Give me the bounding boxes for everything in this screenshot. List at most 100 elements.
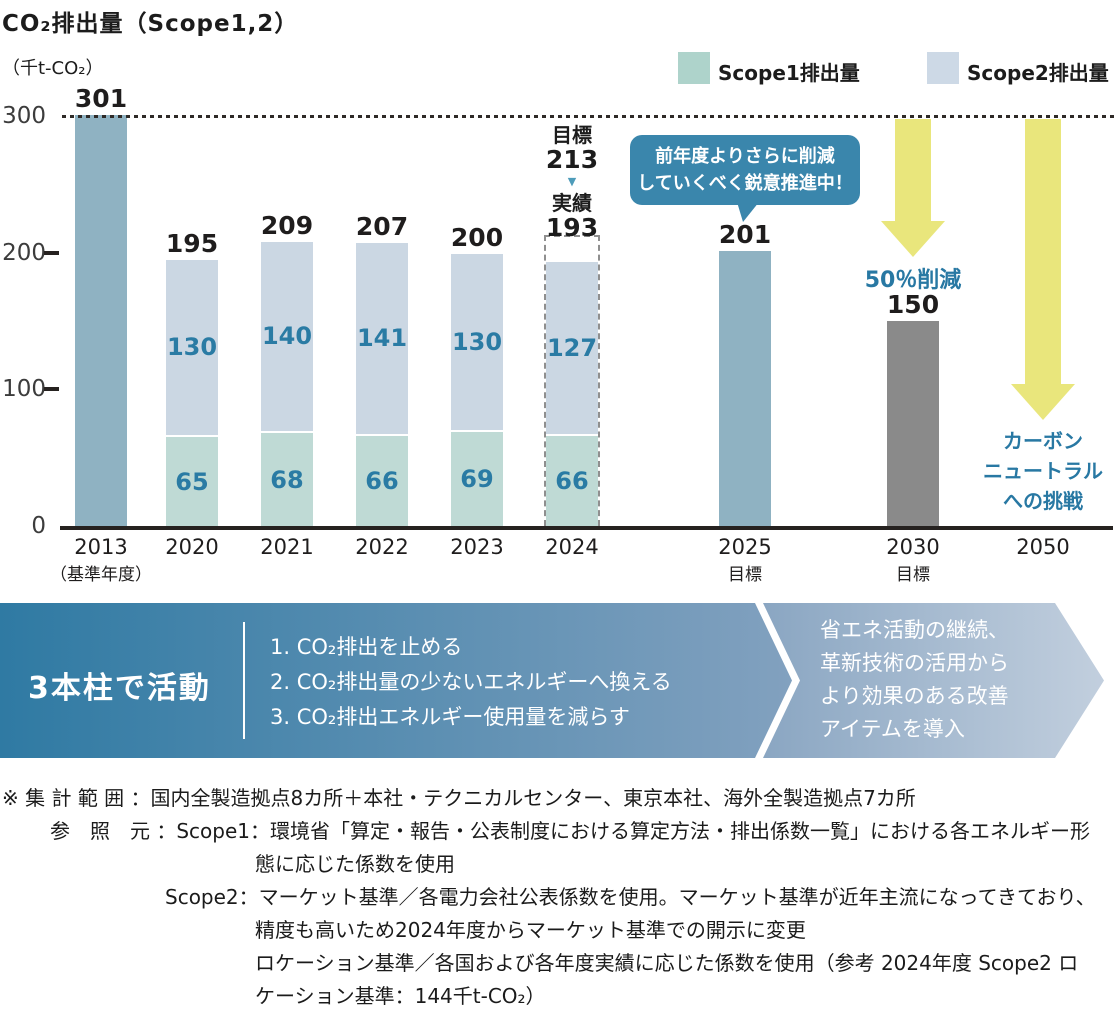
bar-2023: 130 69: [451, 254, 503, 526]
bar-2022: 141 66: [356, 243, 408, 526]
x-axis-label-2023: 2023: [450, 535, 504, 559]
baseline-300-dotted-line: [62, 115, 1115, 118]
speech-bubble-tail: [737, 202, 759, 222]
reduction-arrow-2030-head-icon: [881, 221, 945, 257]
next-steps-line-4: アイテムを導入: [820, 717, 965, 741]
bar-2021: 140 68: [261, 241, 313, 526]
bar-2024-scope2: 127: [546, 262, 598, 436]
total-value-2013: 301: [74, 83, 128, 113]
footnote-line-5: 精度も高いため2024年度からマーケット基準での開示に変更: [255, 918, 806, 942]
carbon-neutral-line-3: への挑戦: [1003, 489, 1083, 513]
x-axis-sublabel-2025: 目標: [728, 565, 762, 585]
bubble-line-2: していくべく鋭意推進中！: [637, 173, 853, 194]
x-axis-label-2022: 2022: [355, 535, 409, 559]
result-label: 実績: [552, 191, 592, 215]
total-value-2030: 150: [886, 290, 940, 319]
bar-2023-scope2-value: 130: [451, 327, 503, 356]
bar-2024-scope1: 66: [546, 435, 598, 526]
y-axis-label-300: 300: [2, 103, 46, 129]
footnote-line-2: 参 照 元 ：Scope1：環境省「算定・報告・公表制度における算定方法・排出係…: [50, 819, 1091, 843]
total-value-2020: 195: [165, 228, 219, 258]
next-steps-line-3: より効果のある改善: [820, 684, 1009, 708]
x-axis-label-2050: 2050: [1016, 535, 1070, 559]
target-value: 213: [545, 145, 599, 174]
y-axis-tick-200: [44, 250, 59, 255]
next-steps-line-2: 革新技術の活用から: [820, 651, 1009, 675]
x-axis-label-2024: 2024: [545, 535, 599, 559]
footnote-line-4: Scope2：マーケット基準／各電力会社公表係数を使用。マーケット基準が近年主流…: [165, 885, 1096, 909]
bar-2021-scope1: 68: [261, 433, 313, 526]
x-axis-sublabel-2030: 目標: [896, 565, 930, 585]
legend-label-scope2: Scope2排出量: [967, 61, 1109, 85]
y-axis-label-0: 0: [31, 513, 46, 539]
pillar-item-1: 1. CO₂排出を止める: [270, 635, 463, 659]
y-axis-tick-100: [44, 387, 59, 392]
y-axis-label-200: 200: [2, 239, 46, 266]
footnote-line-3: 態に応じた係数を使用: [255, 852, 455, 876]
bar-2020-scope2-value: 130: [166, 333, 218, 362]
reduction-50-label: 50％削減: [864, 268, 962, 293]
bar-2013: [75, 114, 127, 526]
reduction-arrow-2050-head-icon: [1011, 384, 1075, 420]
bar-2021-scope2: 140: [261, 241, 313, 434]
bar-2022-scope1: 66: [356, 435, 408, 526]
pillar-item-2: 2. CO₂排出量の少ないエネルギーへ換える: [270, 670, 672, 694]
result-value: 193: [545, 213, 599, 242]
three-pillars-list: 1. CO₂排出を止める 2. CO₂排出量の少ないエネルギーへ換える 3. C…: [270, 630, 672, 735]
x-axis-line: [60, 526, 1113, 530]
x-axis-label-2030: 2030: [886, 535, 940, 559]
bar-2021-scope1-value: 68: [270, 465, 304, 494]
total-value-2021: 209: [260, 210, 314, 240]
x-axis-sublabel-2013: （基準年度）: [50, 565, 152, 585]
bar-2023-scope1-value: 69: [460, 464, 494, 493]
bar-2020: 130 65: [166, 259, 218, 527]
footnote-line-7: ケーション基準：144千t-CO₂）: [255, 984, 546, 1008]
three-pillars-heading: 3本柱で活動: [28, 671, 211, 706]
total-value-2023: 200: [450, 223, 504, 253]
legend-label-scope1: Scope1排出量: [718, 61, 860, 85]
legend-swatch-scope1: [678, 52, 710, 84]
legend-swatch-scope2: [927, 52, 959, 84]
x-axis-label-2020: 2020: [165, 535, 219, 559]
bar-2025: [719, 251, 771, 526]
footnotes: ※ 集 計 範 囲 ：国内全製造拠点8カ所＋本社・テクニカルセンター、東京本社、…: [2, 782, 1115, 1013]
target-label: 目標: [552, 123, 592, 147]
y-axis-label-100: 100: [2, 376, 46, 403]
x-axis-label-2021: 2021: [260, 535, 314, 559]
bar-2030: [887, 321, 939, 526]
next-steps-arrow-shape: [763, 603, 1104, 758]
total-value-2022: 207: [355, 212, 409, 242]
bar-2020-scope1: 65: [166, 437, 218, 526]
bar-2024-scope2-value: 127: [546, 334, 598, 362]
down-triangle-icon: ▼: [567, 175, 577, 188]
bar-2024: 127 66: [546, 262, 598, 526]
y-axis-unit-label: （千t-CO₂）: [2, 58, 104, 79]
banner-divider: [243, 622, 245, 739]
next-steps-text: 省エネ活動の継続、 革新技術の活用から より効果のある改善 アイテムを導入: [820, 614, 1009, 746]
pillar-item-3: 3. CO₂排出エネルギー使用量を減らす: [270, 705, 630, 729]
progress-speech-bubble: 前年度よりさらに削減 していくべく鋭意推進中！: [630, 135, 860, 205]
reduction-arrow-2030-shaft: [895, 119, 931, 222]
x-axis-label-2013: 2013: [74, 535, 128, 559]
x-axis-label-2025: 2025: [718, 535, 772, 559]
bar-2023-scope2: 130: [451, 254, 503, 432]
footnote-line-1: ※ 集 計 範 囲 ：国内全製造拠点8カ所＋本社・テクニカルセンター、東京本社、…: [2, 786, 916, 810]
bubble-line-1: 前年度よりさらに削減: [655, 146, 835, 167]
bar-2022-scope2: 141: [356, 243, 408, 436]
bar-2020-scope2: 130: [166, 259, 218, 438]
bar-2021-scope2-value: 140: [261, 322, 313, 351]
bar-2022-scope2-value: 141: [356, 324, 408, 353]
bar-2020-scope1-value: 65: [175, 467, 209, 496]
footnote-line-6: ロケーション基準／各国および各年度実績に応じた係数を使用（参考 2024年度 S…: [255, 951, 1079, 975]
total-value-2025: 201: [718, 220, 772, 250]
reduction-arrow-2050-shaft: [1025, 119, 1061, 385]
carbon-neutral-line-2: ニュートラル: [983, 459, 1103, 483]
three-pillars-banner: [0, 603, 792, 758]
target-result-annotation-2024: 目標 213 ▼ 実績 193: [512, 124, 632, 241]
carbon-neutral-label: カーボン ニュートラル への挑戦: [963, 426, 1115, 516]
next-steps-line-1: 省エネ活動の継続、: [820, 618, 1009, 642]
bar-2022-scope1-value: 66: [365, 466, 399, 495]
bar-2023-scope1: 69: [451, 431, 503, 526]
carbon-neutral-line-1: カーボン: [1003, 429, 1083, 453]
